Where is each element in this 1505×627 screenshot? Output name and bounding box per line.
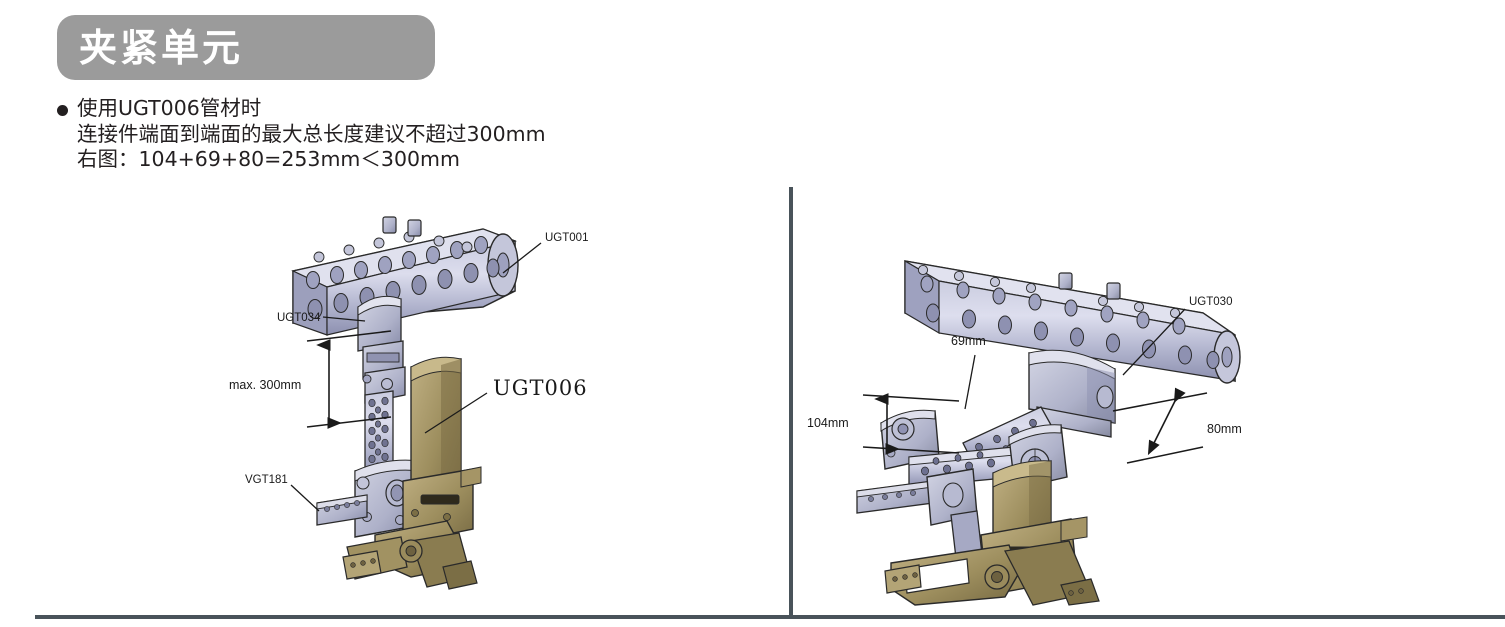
callout-ugt006: UGT006 xyxy=(424,376,588,434)
dimension-69mm-label: 69mm xyxy=(951,334,986,348)
callout-ugt034: UGT034 xyxy=(277,312,366,324)
callout-ugt001: UGT001 xyxy=(502,232,588,274)
note-line-1: 使用UGT006管材时 xyxy=(77,96,262,120)
part-tan-body xyxy=(884,460,1100,606)
note-block: 使用UGT006管材时 连接件端面到端面的最大总长度建议不超过300mm 右图：… xyxy=(57,96,757,173)
part-ugt001-tube xyxy=(291,216,519,336)
callout-vgt181: VGT181 xyxy=(245,474,320,512)
dimension-max-300mm: max. 300mm xyxy=(229,330,392,429)
note-line-3: 右图：104+69+80=253mm＜300mm xyxy=(77,147,460,171)
callout-ugt001-label: UGT001 xyxy=(545,232,588,244)
callout-ugt030: UGT030 xyxy=(1122,296,1232,376)
part-connector-block xyxy=(1028,349,1116,438)
dimension-max-300mm-label: max. 300mm xyxy=(229,378,301,392)
part-column-assembly xyxy=(357,295,406,480)
bullet-dot-icon xyxy=(57,105,68,116)
part-ugt006-body xyxy=(342,356,482,590)
dimension-104mm-label: 104mm xyxy=(807,416,849,430)
dimension-69mm: 69mm xyxy=(951,334,986,410)
note-text: 使用UGT006管材时 连接件端面到端面的最大总长度建议不超过300mm 右图：… xyxy=(77,96,546,173)
dimension-80mm: 80mm xyxy=(1112,387,1242,464)
callout-ugt030-label: UGT030 xyxy=(1189,296,1232,308)
callout-ugt034-label: UGT034 xyxy=(277,312,321,324)
page-title: 夹紧单元 xyxy=(79,25,244,70)
figure-right: 104mm 69mm 80mm UGT030 xyxy=(807,185,1305,606)
figure-left: max. 300mm UGT001 UGT034 UGT006 VGT181 xyxy=(215,195,645,605)
callout-vgt181-label: VGT181 xyxy=(245,474,288,486)
dimension-80mm-label: 80mm xyxy=(1207,422,1242,436)
dimension-104mm: 104mm xyxy=(807,393,960,455)
section-header-badge: 夹紧单元 xyxy=(57,15,435,80)
vertical-divider xyxy=(789,187,793,617)
bottom-rule xyxy=(35,615,1505,619)
note-line-2: 连接件端面到端面的最大总长度建议不超过300mm xyxy=(77,121,546,146)
callout-ugt006-label: UGT006 xyxy=(493,376,588,400)
